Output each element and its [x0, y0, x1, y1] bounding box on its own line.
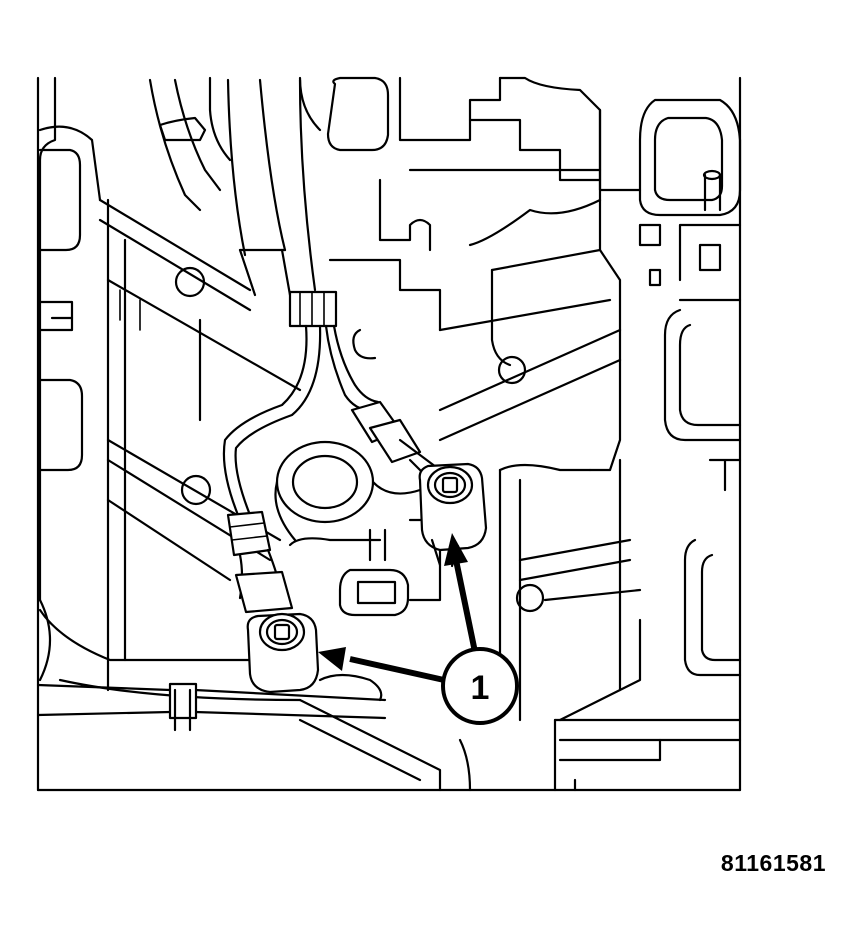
callout-circle [441, 647, 519, 725]
callout-arrow-upper [453, 559, 478, 653]
engine-block-linework [36, 76, 742, 792]
figure-id: 81161581 [720, 850, 826, 876]
callout-arrowhead-upper [444, 533, 468, 566]
lower-sensor [246, 612, 320, 694]
callout-1: 1 [318, 533, 519, 725]
callout-number: 1 [471, 669, 490, 707]
callout-arrow-lower [349, 656, 445, 683]
callout-arrowhead-lower [318, 647, 346, 671]
